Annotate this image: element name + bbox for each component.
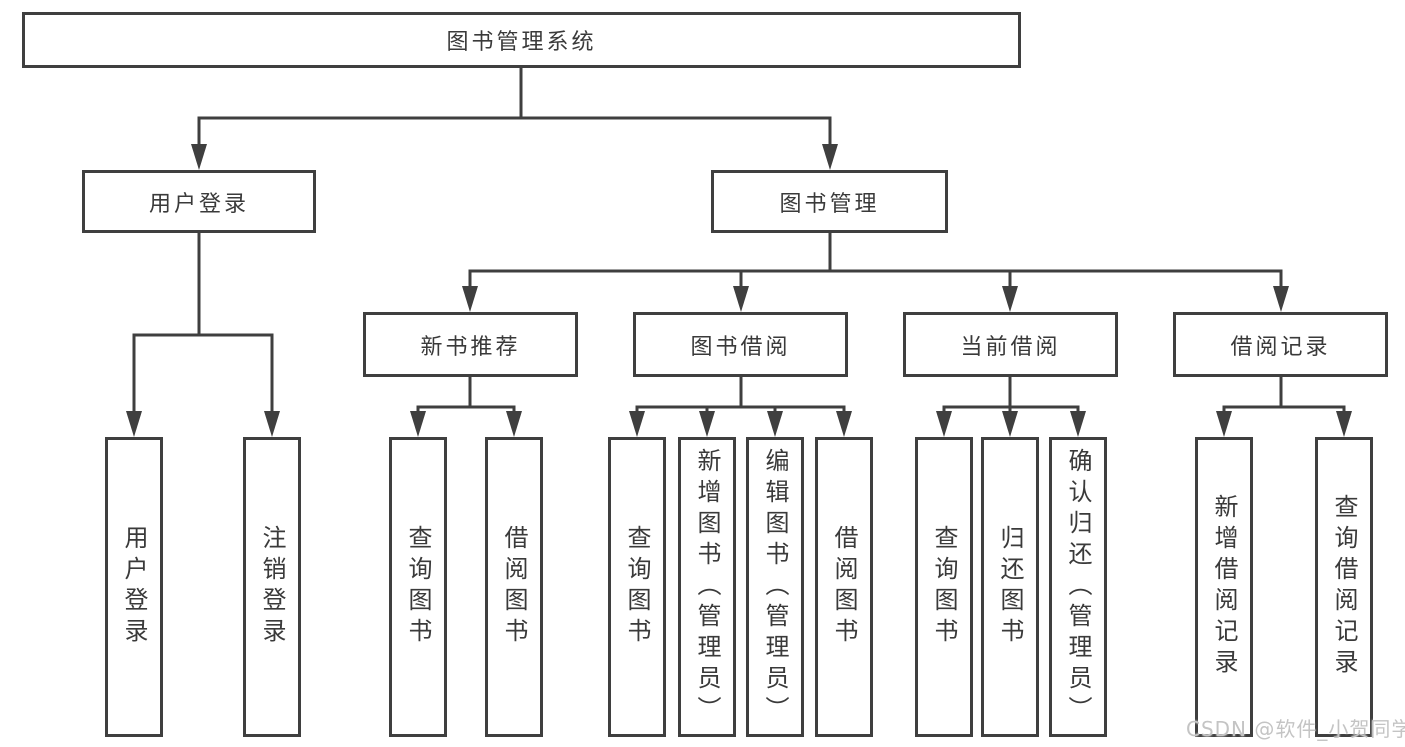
node-label: 查询借阅记录 bbox=[1330, 494, 1358, 680]
leaf-return-books: 归还图书 bbox=[981, 437, 1039, 737]
node-label: 查询图书 bbox=[623, 525, 651, 649]
node-label: 用户登录 bbox=[120, 525, 148, 649]
node-label: 编辑图书（管理员） bbox=[761, 447, 789, 727]
leaf-query-books-1: 查询图书 bbox=[389, 437, 447, 737]
node-label: 新书推荐 bbox=[420, 334, 521, 360]
node-label: 新增图书（管理员） bbox=[693, 447, 721, 727]
node-book-borrowing: 图书借阅 bbox=[633, 312, 848, 377]
node-user-login: 用户登录 bbox=[82, 170, 316, 233]
node-label: 借阅记录 bbox=[1230, 334, 1331, 360]
leaf-borrow-books-1: 借阅图书 bbox=[485, 437, 543, 737]
node-label: 借阅图书 bbox=[830, 525, 858, 649]
node-label: 新增借阅记录 bbox=[1210, 494, 1238, 680]
node-label: 确认归还（管理员） bbox=[1064, 447, 1092, 727]
node-borrowing-records: 借阅记录 bbox=[1173, 312, 1388, 377]
leaf-add-book-admin: 新增图书（管理员） bbox=[678, 437, 736, 737]
node-book-management: 图书管理 bbox=[711, 170, 948, 233]
node-label: 借阅图书 bbox=[500, 525, 528, 649]
node-label: 归还图书 bbox=[996, 525, 1024, 649]
leaf-query-books-2: 查询图书 bbox=[608, 437, 666, 737]
leaf-logout: 注销登录 bbox=[243, 437, 301, 737]
node-book-management-system: 图书管理系统 bbox=[22, 12, 1021, 68]
leaf-query-borrow-record: 查询借阅记录 bbox=[1315, 437, 1373, 737]
leaf-add-borrow-record: 新增借阅记录 bbox=[1195, 437, 1253, 737]
node-label: 查询图书 bbox=[930, 525, 958, 649]
leaf-user-login: 用户登录 bbox=[105, 437, 163, 737]
node-new-book-recommend: 新书推荐 bbox=[363, 312, 578, 377]
leaf-edit-book-admin: 编辑图书（管理员） bbox=[746, 437, 804, 737]
watermark-text: CSDN @软件_小贺同学 bbox=[1186, 717, 1405, 741]
node-label: 当前借阅 bbox=[960, 334, 1061, 360]
leaf-confirm-return-admin: 确认归还（管理员） bbox=[1049, 437, 1107, 737]
node-label: 查询图书 bbox=[404, 525, 432, 649]
node-label: 图书借阅 bbox=[690, 334, 791, 360]
node-label: 用户登录 bbox=[148, 191, 249, 217]
node-current-borrowing: 当前借阅 bbox=[903, 312, 1118, 377]
node-label: 注销登录 bbox=[258, 525, 286, 649]
leaf-borrow-books-2: 借阅图书 bbox=[815, 437, 873, 737]
node-label: 图书管理 bbox=[779, 191, 880, 217]
leaf-query-books-3: 查询图书 bbox=[915, 437, 973, 737]
node-label: 图书管理系统 bbox=[446, 30, 597, 55]
